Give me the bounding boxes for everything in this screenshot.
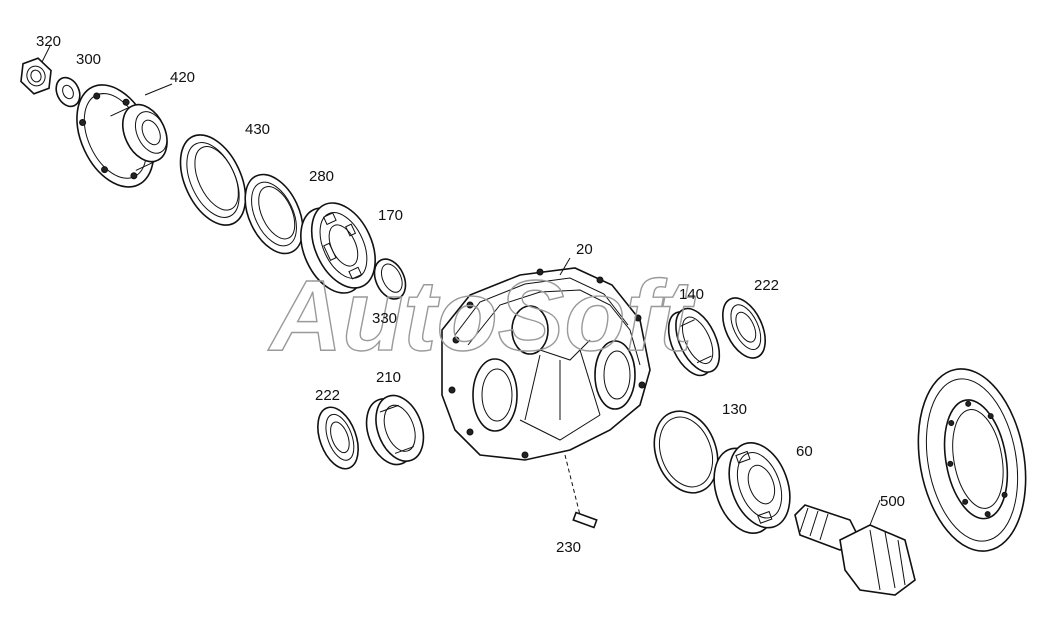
part-330-ring	[373, 258, 407, 300]
part-222-cup-top	[722, 297, 766, 359]
callout-222-left: 222	[315, 387, 340, 404]
part-170-bearing	[300, 202, 376, 294]
part-500-gear-set	[794, 368, 1027, 596]
part-420-flange	[76, 84, 168, 188]
callout-230: 230	[556, 539, 581, 556]
callout-222-top: 222	[754, 277, 779, 294]
callout-210: 210	[376, 369, 401, 386]
leader-lines	[41, 45, 881, 526]
callout-labels: 320 300 420 430 280 170 330 20 140 222 2…	[36, 33, 905, 556]
part-130-shim	[653, 410, 719, 494]
callout-330: 330	[372, 310, 397, 327]
part-222-cup-left	[317, 406, 359, 470]
part-140-bearing	[667, 307, 721, 377]
callout-300: 300	[76, 51, 101, 68]
part-230-pin	[564, 454, 598, 529]
callout-170: 170	[378, 207, 403, 224]
callout-130: 130	[722, 401, 747, 418]
part-20-housing	[441, 267, 651, 461]
part-60-bearing	[713, 442, 791, 534]
part-430-seal	[179, 134, 247, 226]
callout-280: 280	[309, 168, 334, 185]
watermark-text: AutoSoft	[267, 260, 696, 372]
part-280-ring	[244, 173, 304, 255]
callout-420: 420	[170, 69, 195, 86]
callout-140: 140	[679, 286, 704, 303]
callout-20: 20	[576, 241, 593, 258]
callout-500: 500	[880, 493, 905, 510]
part-320-hex-nut	[20, 57, 52, 95]
part-210-bearing	[365, 394, 425, 466]
callout-430: 430	[245, 121, 270, 138]
callout-60: 60	[796, 443, 813, 460]
part-300-washer	[55, 76, 81, 108]
callout-320: 320	[36, 33, 61, 50]
